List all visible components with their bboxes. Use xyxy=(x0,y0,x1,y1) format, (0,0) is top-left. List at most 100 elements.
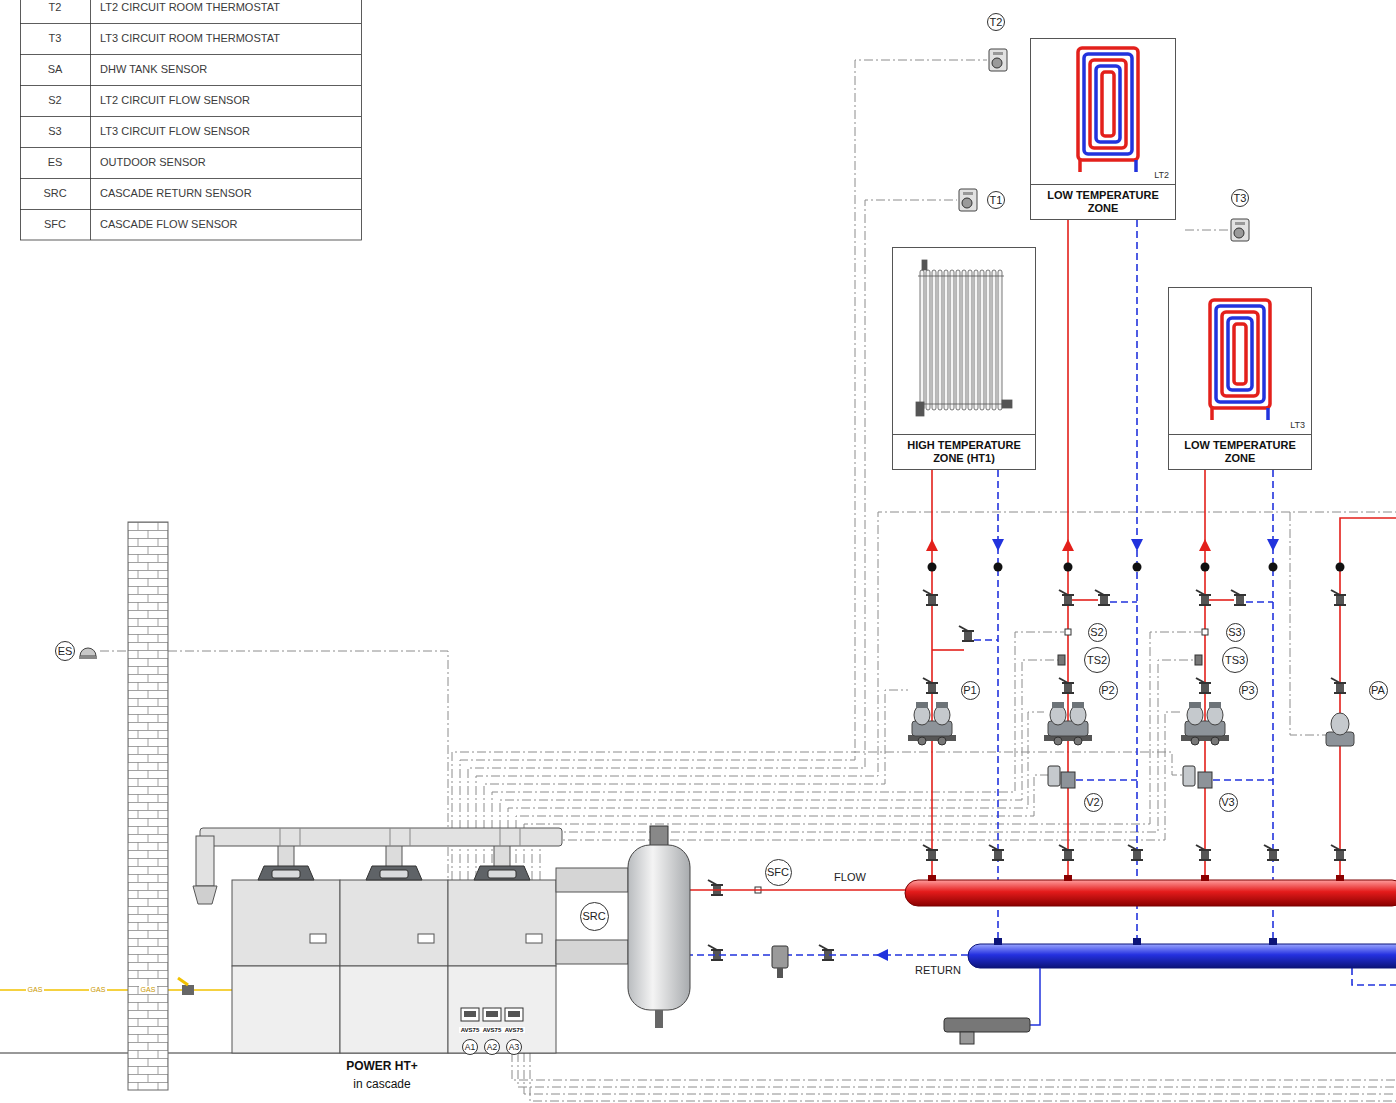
floor-line-part xyxy=(0,1053,1396,1054)
callout-text: SRC xyxy=(582,911,605,922)
control-wiring-part xyxy=(524,1053,1396,1094)
radiator-part xyxy=(968,270,972,410)
table-cell: SFC xyxy=(44,218,66,231)
hydraulic-separator-part xyxy=(556,940,628,964)
callout-text: PA xyxy=(1371,685,1385,696)
zone-flow-pipes-part xyxy=(1068,599,1098,601)
valves-part xyxy=(1331,678,1346,694)
valves-part xyxy=(1196,590,1211,606)
valves-part xyxy=(959,626,974,642)
floor-heating-coil-lt2 xyxy=(1078,48,1138,172)
callout-text: P1 xyxy=(963,685,976,696)
flow-manifold-part xyxy=(1336,875,1344,881)
pipe-fittings-part xyxy=(1064,563,1073,572)
flow-manifold xyxy=(905,875,1396,906)
radiator-part xyxy=(916,402,924,416)
radiator-part xyxy=(956,270,960,410)
room-thermostats-part xyxy=(1231,219,1249,241)
callout-tag: TS3 xyxy=(1222,647,1248,673)
radiator xyxy=(916,260,1012,416)
table-cell: T2 xyxy=(49,1,62,14)
zone-return-pipes-part xyxy=(1213,779,1273,781)
valves-part xyxy=(819,945,834,961)
sensors-part xyxy=(1195,655,1202,665)
pipe-fittings-part xyxy=(1201,563,1210,572)
valves-part xyxy=(923,845,938,861)
circulating-pumps-part xyxy=(1331,713,1349,735)
floor-heating-coil-lt2-part xyxy=(1078,48,1138,160)
control-wiring-part xyxy=(508,712,1044,880)
radiator-part xyxy=(962,270,966,410)
chimney-wall xyxy=(128,522,168,1090)
callout-tag: A1 xyxy=(462,1039,478,1055)
primary-pipes-part xyxy=(690,954,968,956)
callout-tag: T1 xyxy=(987,191,1005,209)
callout-text: A1 xyxy=(465,1043,475,1052)
zone-return-pipes-part xyxy=(992,539,1279,551)
callout-text: ES xyxy=(58,646,73,657)
callout-text: P2 xyxy=(1101,685,1114,696)
zone-title: LOW TEMPERATURE ZONE xyxy=(1169,434,1311,469)
zone-return-pipes-part xyxy=(974,639,998,641)
callout-text: T3 xyxy=(1234,193,1247,204)
controller-label: AVS75 xyxy=(481,1027,504,1034)
flue-pipe-part xyxy=(280,828,520,846)
radiator-part xyxy=(980,270,984,410)
valves-part xyxy=(708,945,723,961)
control-wiring-part xyxy=(500,660,1058,880)
mixing-valves-part xyxy=(1061,772,1075,788)
valves-part xyxy=(989,845,1004,861)
boiler-cascade-part xyxy=(340,840,448,1053)
hydraulic-separator-part xyxy=(655,1010,663,1028)
zone-return-pipes-part xyxy=(1136,220,1138,944)
pipe-fittings xyxy=(928,563,1345,572)
table-cell: LT2 CIRCUIT ROOM THERMOSTAT xyxy=(100,1,280,14)
callout-tag: S2 xyxy=(1088,623,1107,642)
control-wiring-part xyxy=(492,632,1064,880)
legend-table-grid xyxy=(20,0,362,240)
valves-part xyxy=(1231,590,1246,606)
primary-pipes-part xyxy=(876,949,888,961)
radiator-part xyxy=(950,270,954,410)
boiler-cascade-part xyxy=(508,1011,520,1017)
table-cell: LT3 CIRCUIT FLOW SENSOR xyxy=(100,125,250,138)
gas-label: GAS xyxy=(26,986,45,994)
flue-pipe xyxy=(193,828,562,904)
callout-text: V2 xyxy=(1086,797,1099,808)
pipe-label: RETURN xyxy=(913,964,963,977)
valves-part xyxy=(1059,678,1074,694)
controller-label: AVS75 xyxy=(503,1027,526,1034)
valves-part xyxy=(1128,845,1143,861)
zone-flow-pipes-part xyxy=(932,649,964,651)
callout-text: S3 xyxy=(1228,627,1241,638)
radiator-part xyxy=(926,270,930,410)
table-cell: SRC xyxy=(43,187,66,200)
zone-flow-pipes xyxy=(926,220,1396,880)
control-wiring-part xyxy=(518,1053,1396,1087)
boiler-cascade-part xyxy=(505,1008,523,1021)
pipe-fittings-part xyxy=(1269,563,1278,572)
table-cell: ES xyxy=(48,156,63,169)
control-wiring-part xyxy=(468,200,957,880)
boiler-cascade xyxy=(232,840,556,1053)
zone-flow-pipes-part xyxy=(1340,518,1396,880)
sensors xyxy=(755,629,1208,893)
chimney-wall-part xyxy=(128,522,168,1090)
filling-unit-part xyxy=(960,1032,974,1044)
room-thermostats-part xyxy=(989,49,1007,71)
callout-tag: A3 xyxy=(506,1039,522,1055)
callout-text: T2 xyxy=(990,17,1003,28)
callout-tag: T3 xyxy=(1231,189,1249,207)
legend-table-grid-part xyxy=(20,0,361,240)
callout-text: TS2 xyxy=(1087,655,1107,666)
floor-heating-coil-lt3-part xyxy=(1266,408,1270,420)
flow-manifold-part xyxy=(928,875,936,881)
callout-text: T1 xyxy=(990,195,1003,206)
sensors-part xyxy=(1202,629,1208,635)
radiator-part xyxy=(938,270,942,410)
zone-return-pipes xyxy=(974,220,1396,985)
boiler-cascade-part xyxy=(461,1008,479,1021)
table-cell: SA xyxy=(48,63,63,76)
boiler-cascade-part xyxy=(464,1011,476,1017)
gas-valve xyxy=(178,978,194,995)
